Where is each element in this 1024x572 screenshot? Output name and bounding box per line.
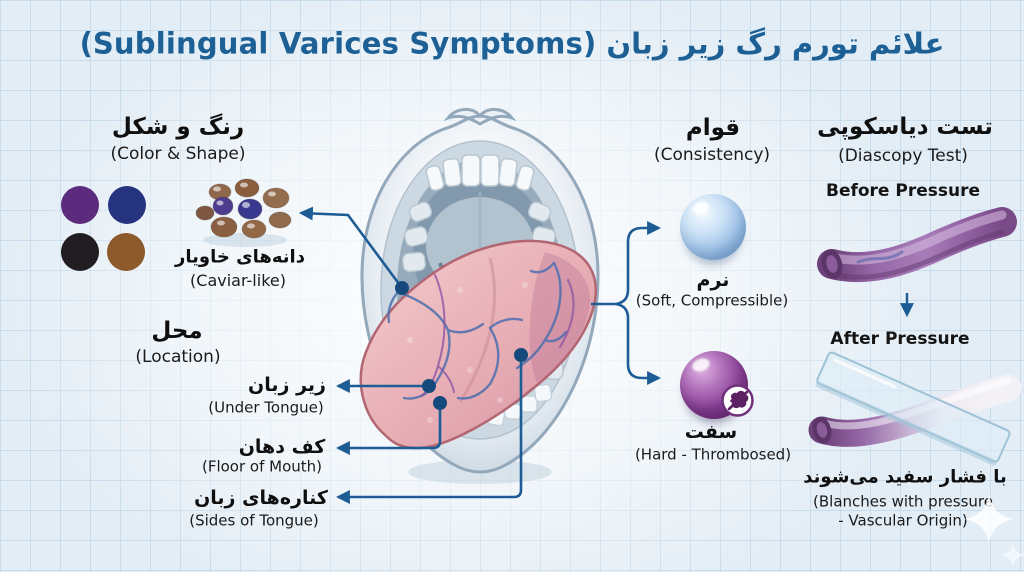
hard-label-fa: سفت: [684, 421, 738, 444]
diascopy-heading-en: (Diascopy Test): [838, 146, 968, 167]
vein-after-pressure-icon: [808, 351, 1022, 466]
leader-sides-of-tongue: [335, 355, 523, 504]
diascopy-result-en-line1: (Blanches with pressure: [813, 492, 993, 511]
mouth-illustration: [359, 108, 600, 484]
hard-label-en: (Hard - Thrombosed): [634, 445, 792, 464]
diascopy-heading-fa: تست دیاسکوپی: [817, 113, 993, 140]
soft-label-en: (Soft, Compressible): [635, 291, 789, 310]
location-item-under-tongue-fa: زیر زبان: [248, 374, 326, 397]
thrombus-badge-icon: [721, 384, 754, 417]
location-heading-fa: محل: [151, 317, 203, 344]
hard-sphere-icon: [680, 351, 754, 419]
tongue-veins-blue: [387, 261, 568, 400]
swatch-black: [61, 233, 99, 271]
color-shape-heading-fa: رنگ و شکل: [111, 113, 245, 140]
tongue-varix-shading: [529, 252, 591, 383]
tongue-texture: [407, 282, 528, 423]
caviar-label-en: (Caviar-like): [190, 270, 286, 290]
title-farsi: علائم تورم رگ زیر زبان: [606, 26, 945, 61]
consistency-branch-soft: [615, 221, 662, 306]
leader-floor-of-mouth: [335, 403, 442, 455]
soft-label-fa: نرم: [696, 269, 730, 292]
upper-teeth: [425, 154, 535, 192]
color-shape-heading-en: (Color & Shape): [110, 144, 246, 165]
title-english: (Sublingual Varices Symptoms): [79, 26, 597, 61]
swatch-brown: [107, 233, 145, 271]
leader-dots: [395, 281, 528, 410]
diascopy-result-en-line2: - Vascular Origin): [838, 511, 968, 530]
sparkle-icon: [964, 494, 1014, 544]
sparkle-small-icon: [1000, 542, 1024, 568]
consistency-branch-hard: [615, 302, 662, 385]
caviar-highlights: [213, 182, 276, 229]
location-item-under-tongue-en: (Under Tongue): [208, 398, 324, 417]
vein-before-pressure-icon: [817, 207, 1017, 283]
leader-caviar: [298, 206, 404, 289]
after-pressure-label: After Pressure: [830, 329, 970, 350]
location-heading-en: (Location): [135, 347, 221, 368]
glass-slide: [815, 351, 1011, 466]
page-title: علائم تورم رگ زیر زبان (Sublingual Varic…: [80, 27, 945, 60]
tongue: [359, 239, 598, 450]
location-item-floor-of-mouth-fa: کف دهان: [238, 436, 326, 459]
before-pressure-label: Before Pressure: [825, 181, 981, 202]
consistency-heading-en: (Consistency): [653, 145, 771, 166]
caviar-label-fa: دانه‌های خاویار: [175, 246, 305, 268]
swatch-purple: [61, 186, 99, 224]
location-item-sides-of-tongue-fa: کناره‌های زبان: [194, 487, 328, 510]
soft-sphere-icon: [680, 194, 746, 260]
location-item-sides-of-tongue-en: (Sides of Tongue): [189, 511, 319, 530]
diascopy-result-fa: با فشار سفید می‌شوند: [803, 466, 1007, 488]
caviar-cluster-icon: [195, 178, 292, 247]
location-item-floor-of-mouth-en: (Floor of Mouth): [201, 457, 323, 476]
swatch-navy-blue: [108, 186, 146, 224]
consistency-heading-fa: قوام: [685, 114, 741, 141]
